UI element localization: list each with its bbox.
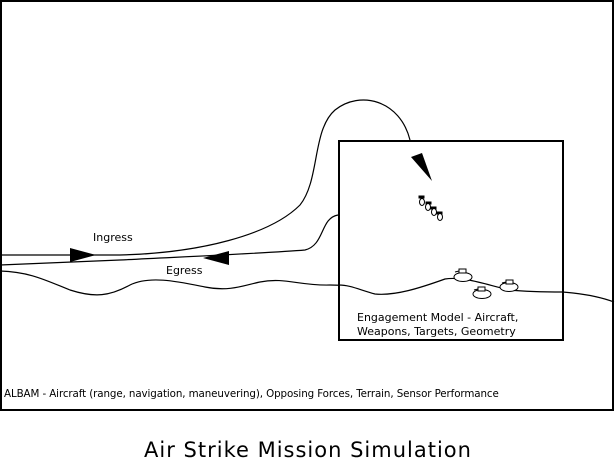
- page-title: Air Strike Mission Simulation: [144, 438, 472, 462]
- egress-arrow-icon: [203, 251, 229, 265]
- engagement-label-line1: Engagement Model - Aircraft,: [357, 311, 519, 324]
- engagement-terrain: [338, 277, 564, 295]
- bombs-icon: [418, 195, 443, 221]
- ingress-arrow-icon: [70, 248, 96, 262]
- outer-frame: [0, 0, 614, 411]
- target-icons: [453, 268, 519, 299]
- engagement-label-line2: Weapons, Targets, Geometry: [357, 325, 516, 338]
- ingress-label: Ingress: [93, 231, 133, 244]
- ingress-path: [0, 99, 411, 256]
- aircraft-icon: [411, 153, 432, 181]
- egress-path: [0, 214, 339, 266]
- egress-label: Egress: [166, 264, 203, 277]
- engagement-box: [338, 140, 564, 341]
- albam-label: ALBAM - Aircraft (range, navigation, man…: [4, 388, 499, 400]
